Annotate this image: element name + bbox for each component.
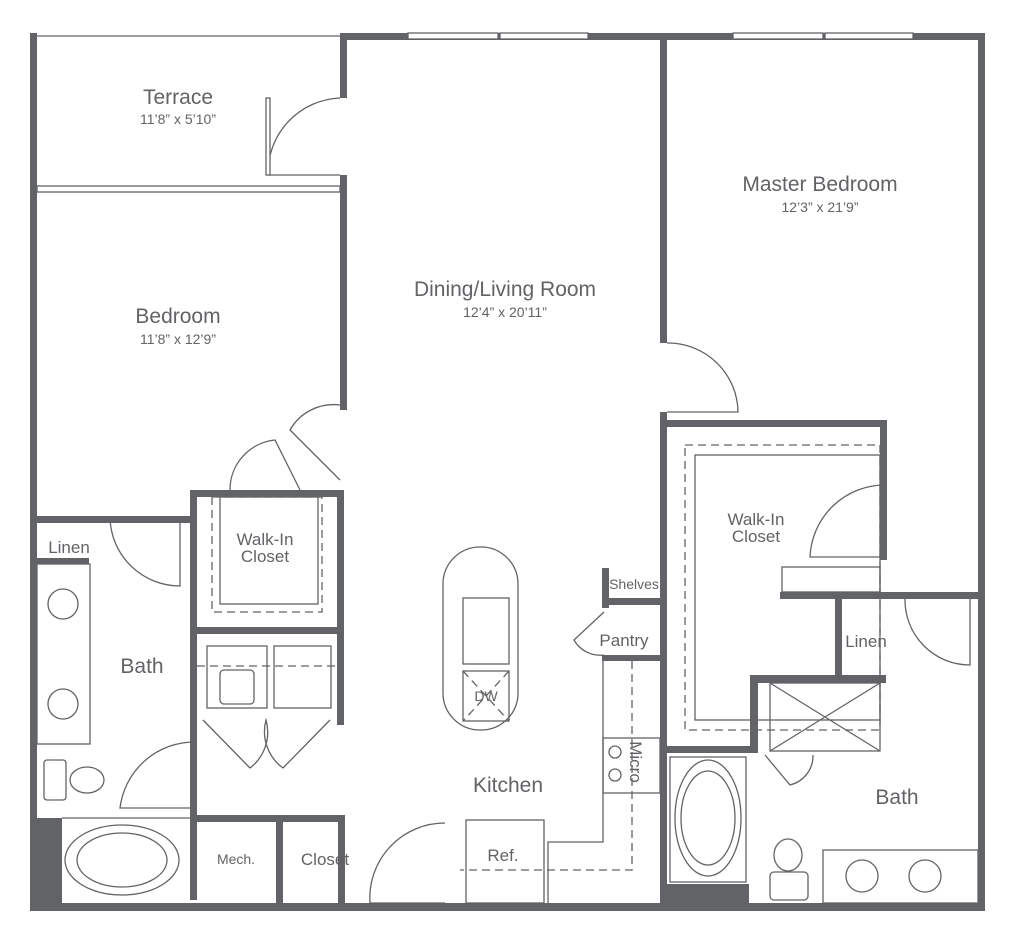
bedroom-label: Bedroom: [135, 305, 220, 328]
terrace-label: Terrace: [143, 86, 213, 109]
walls: [30, 33, 985, 911]
pantry-label: Pantry: [599, 631, 649, 650]
walk-in-closet-label: Walk-In: [237, 530, 294, 549]
walk-in-closet-label-2: Closet: [241, 547, 289, 566]
room-labels: Terrace 11’8” x 5’10” Bedroom 11’8” x 12…: [48, 86, 918, 869]
micro-label: Micro: [626, 741, 645, 783]
doors: [109, 97, 971, 904]
master-walk-in-closet-label-2: Closet: [732, 527, 780, 546]
living-room-dims: 12’4” x 20’11”: [463, 304, 547, 320]
linen-label: Linen: [48, 538, 90, 557]
shelves-label: Shelves: [609, 576, 659, 592]
master-bath-label: Bath: [875, 786, 918, 809]
master-bedroom-label: Master Bedroom: [742, 173, 897, 196]
refrigerator-label: Ref.: [487, 846, 518, 865]
windows: [407, 32, 914, 40]
kitchen-label: Kitchen: [473, 774, 543, 797]
master-bedroom-dims: 12’3” x 21’9”: [781, 199, 858, 215]
closet-label: Closet: [301, 850, 349, 869]
bath-label: Bath: [120, 655, 163, 678]
dishwasher-label: DW: [474, 688, 498, 704]
master-walk-in-closet-label: Walk-In: [728, 510, 785, 529]
fixtures: [36, 444, 979, 904]
bedroom-dims: 11’8” x 12’9”: [140, 331, 216, 347]
terrace-dims: 11’8” x 5’10”: [140, 111, 216, 127]
mech-label: Mech.: [217, 851, 255, 867]
living-room-label: Dining/Living Room: [414, 278, 596, 301]
master-linen-label: Linen: [845, 632, 887, 651]
